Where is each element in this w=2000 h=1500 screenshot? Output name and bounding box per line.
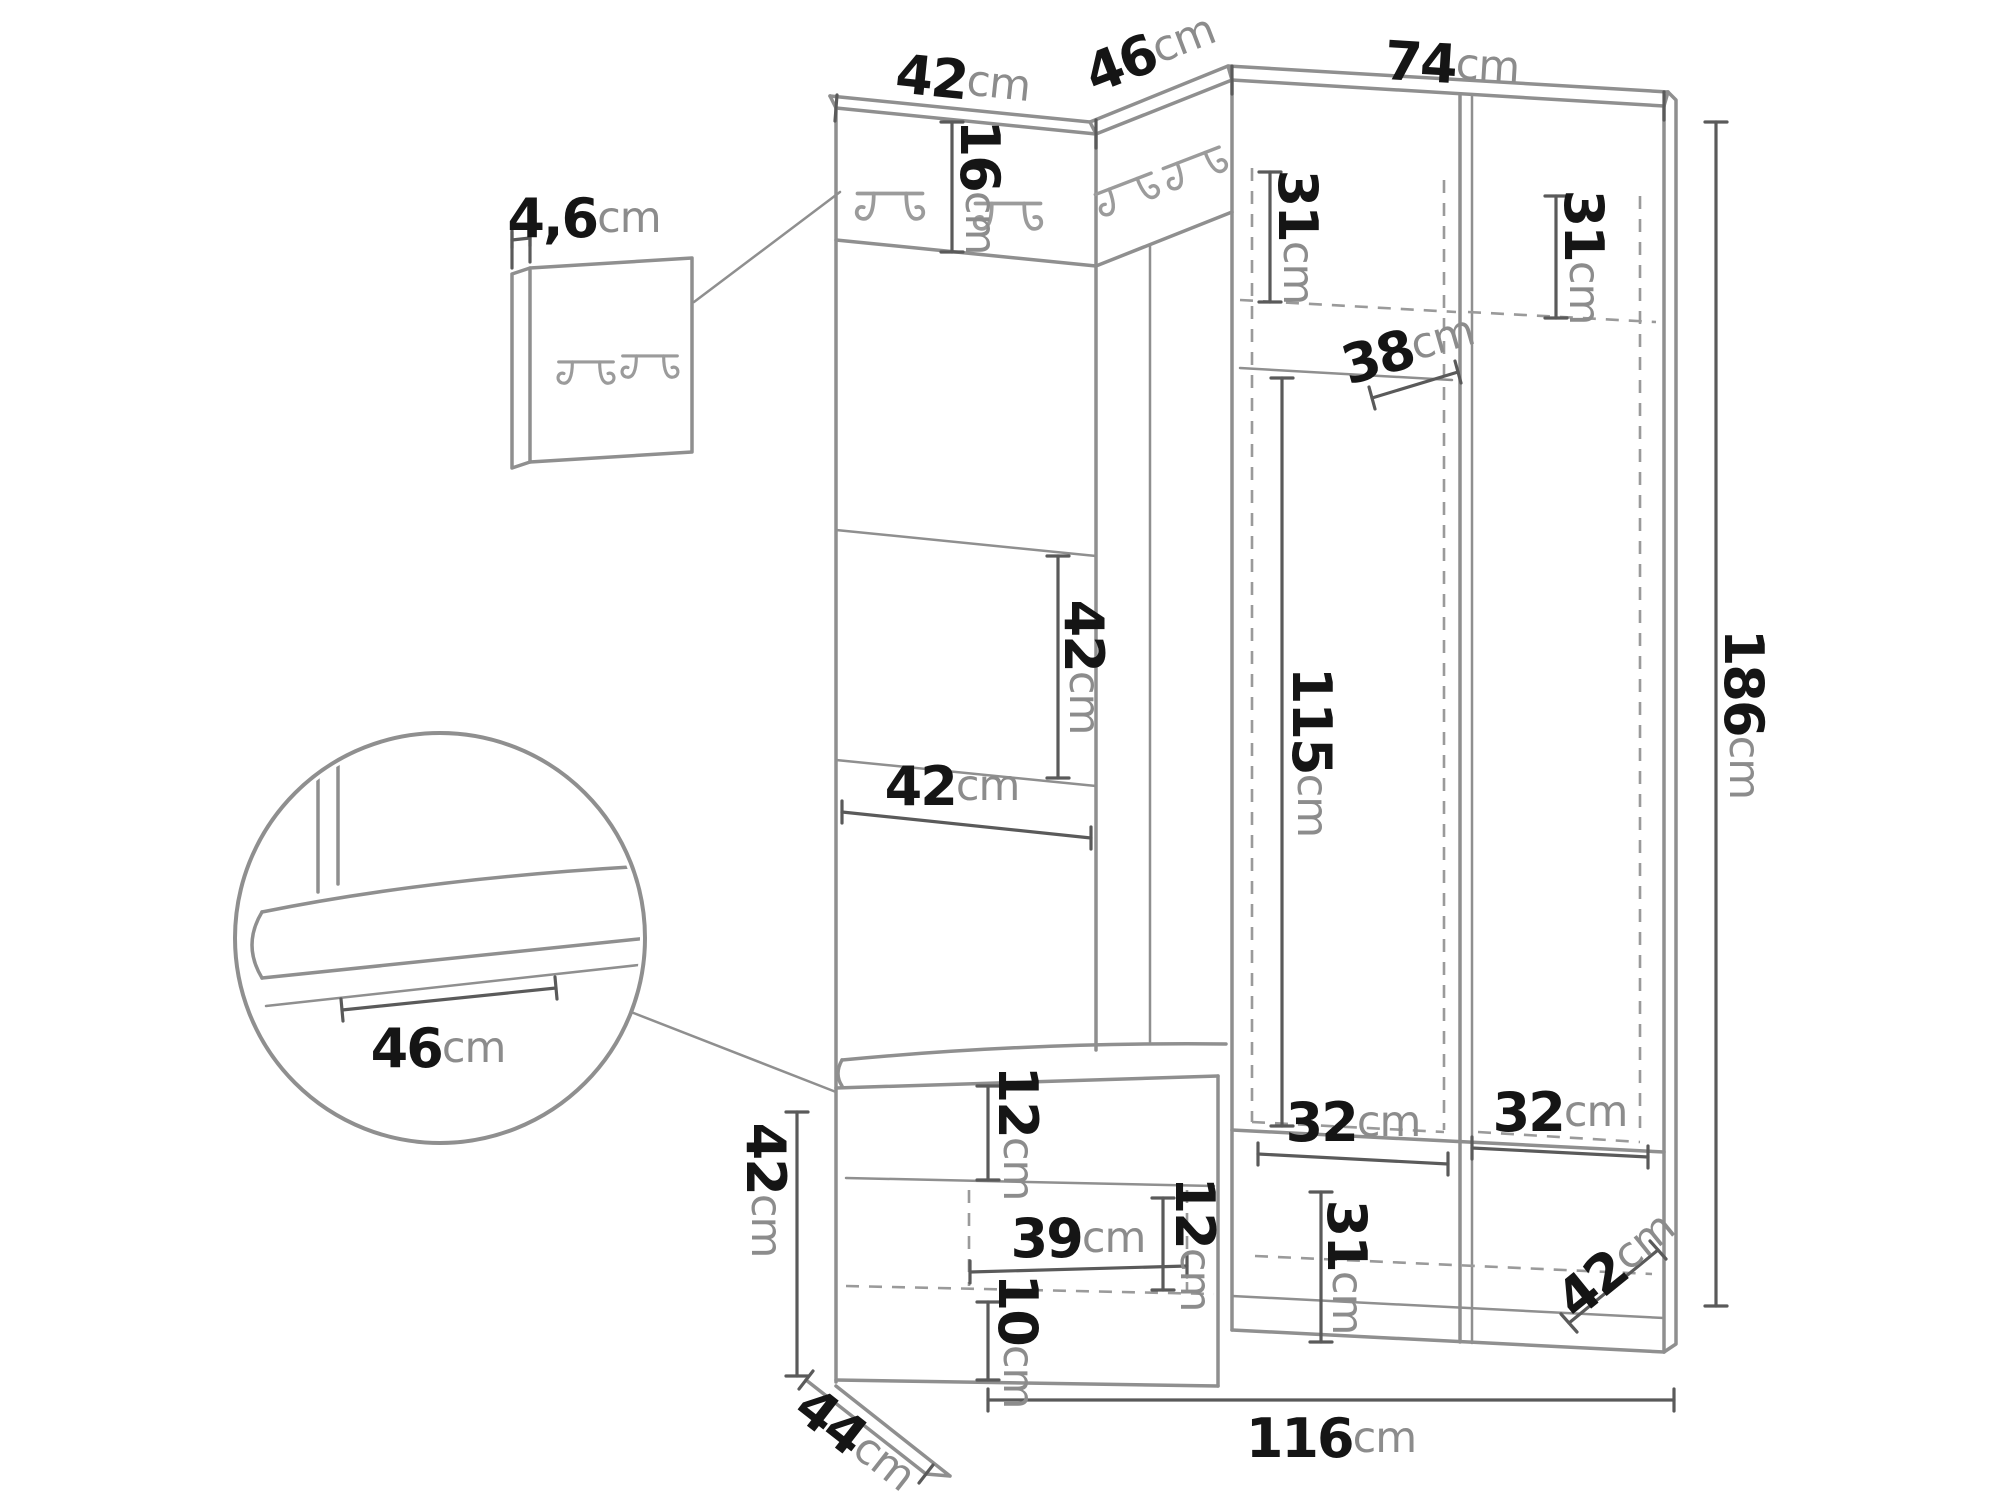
dim-bottom-left-compartment-width: 32cm: [1286, 1091, 1421, 1154]
hook-panel-detail: [510, 190, 842, 470]
dim-top-left-width: 42cm: [893, 42, 1034, 119]
dim-seat-depth-detail: 46cm: [371, 1017, 506, 1080]
dim-bench-interior-width: 39cm: [1011, 1207, 1146, 1270]
dim-total-height: 186cm: [1713, 629, 1776, 799]
dim-panel-width: 42cm: [885, 755, 1020, 818]
coat-hook-icon: [1160, 145, 1230, 193]
coat-hook-icon: [854, 191, 926, 221]
dim-bench-height: 42cm: [735, 1123, 798, 1258]
dimension-lines: [784, 64, 1729, 1485]
dim-upper-shelf-left-height: 31cm: [1267, 170, 1330, 305]
dim-bench-middle-height: 12cm: [1164, 1177, 1227, 1312]
dim-total-width: 116cm: [1246, 1407, 1416, 1470]
dim-bottom-compartment-height: 31cm: [1316, 1200, 1379, 1335]
dim-bottom-depth: 42cm: [1544, 1197, 1688, 1331]
dim-top-right-width: 74cm: [1383, 28, 1521, 99]
dim-panel-segment-height: 42cm: [1053, 600, 1116, 735]
dim-bench-top-drawer-height: 12cm: [987, 1066, 1050, 1201]
dimension-labels: 42cm 46cm 74cm 4,6cm 16cm 31cm 31cm 38cm…: [371, 0, 1776, 1500]
interior-dashed-lines: [845, 168, 1657, 1296]
dim-hook-strip-height: 16cm: [949, 120, 1012, 255]
seat-cushion: [836, 1042, 1228, 1088]
dim-bench-bottom-height: 10cm: [987, 1274, 1050, 1409]
bench-outline: [804, 1074, 1220, 1478]
dim-bench-depth: 44cm: [784, 1374, 929, 1500]
main-wardrobe-outline: [828, 64, 1678, 1384]
coat-hooks: [854, 145, 1230, 231]
dim-panel-thickness: 4,6cm: [507, 187, 660, 250]
dim-upper-shelf-right-height: 31cm: [1553, 190, 1616, 325]
coat-hook-icon: [620, 354, 680, 379]
coat-hook-icon: [1092, 171, 1162, 219]
coat-hook-icon: [556, 360, 616, 385]
seat-detail-circle: [233, 731, 838, 1145]
dim-wardrobe-interior-height: 115cm: [1281, 667, 1344, 837]
dim-bottom-right-compartment-width: 32cm: [1493, 1081, 1628, 1144]
dim-top-corner-width: 46cm: [1076, 0, 1224, 106]
